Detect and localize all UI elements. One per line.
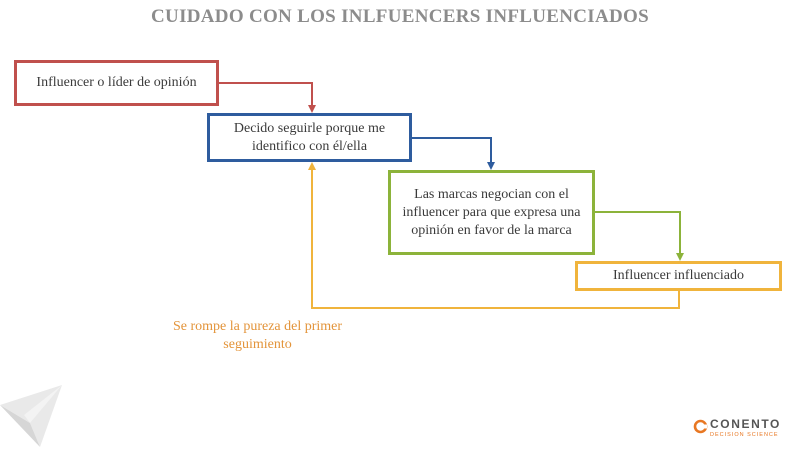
connector-step4-feedback-to-step2: [308, 162, 680, 309]
step-text: Influencer influenciado: [613, 268, 744, 283]
step-box-influenced-influencer: Influencer influenciado: [575, 261, 782, 291]
step-text: Decido seguirle porque me identifico con…: [233, 120, 386, 154]
connector-step3-to-step4: [595, 211, 684, 261]
brand-tagline: DECISION SCIENCE: [710, 432, 779, 438]
connector-step1-to-step2: [219, 82, 316, 113]
step-box-brands-negotiate: Las marcas negocian con el influencer pa…: [388, 170, 595, 255]
connector-step2-to-step3: [412, 137, 495, 170]
conento-logo-icon: [693, 419, 708, 434]
step-box-influencer: Influencer o líder de opinión: [14, 60, 219, 106]
paper-plane-watermark-icon: [0, 385, 62, 447]
brand-name: CONENTO: [710, 417, 781, 431]
slide-title: CUIDADO CON LOS INLFUENCERS INFLUENCIADO…: [151, 6, 649, 27]
step-text: Las marcas negocian con el influencer pa…: [402, 186, 581, 238]
feedback-note: Se rompe la pureza del primer seguimient…: [172, 319, 343, 352]
step-text: Influencer o líder de opinión: [36, 75, 197, 90]
brand-logo: CONENTO DECISION SCIENCE: [693, 417, 793, 445]
step-box-follow: Decido seguirle porque me identifico con…: [207, 113, 412, 162]
